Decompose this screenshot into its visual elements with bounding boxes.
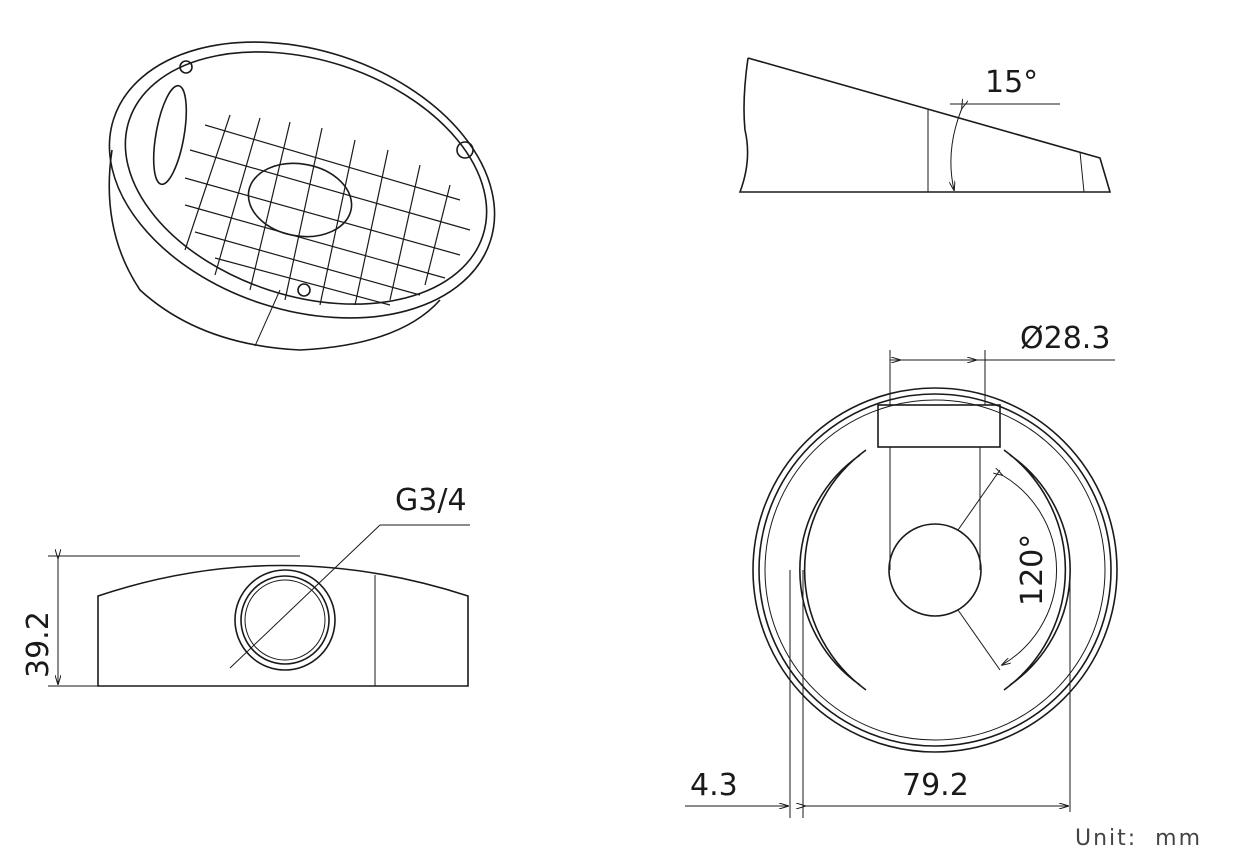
front-view: G3/4 39.2: [21, 483, 470, 687]
thread-label: G3/4: [395, 483, 467, 518]
bottom-view: Ø28.3 120° 4.3 79.2: [685, 321, 1118, 818]
isometric-view: [108, 41, 496, 351]
side-view: 15°: [738, 57, 1112, 193]
unit-label: Unit: mm: [1075, 826, 1202, 851]
diameter-label: Ø28.3: [1020, 321, 1110, 356]
width-label: 79.2: [902, 768, 969, 803]
grid-ribs: [184, 114, 471, 306]
offset-label: 4.3: [690, 768, 738, 803]
height-label: 39.2: [21, 611, 56, 678]
angle-15-label: 15°: [985, 65, 1038, 100]
angle-120-label: 120°: [1015, 534, 1050, 606]
